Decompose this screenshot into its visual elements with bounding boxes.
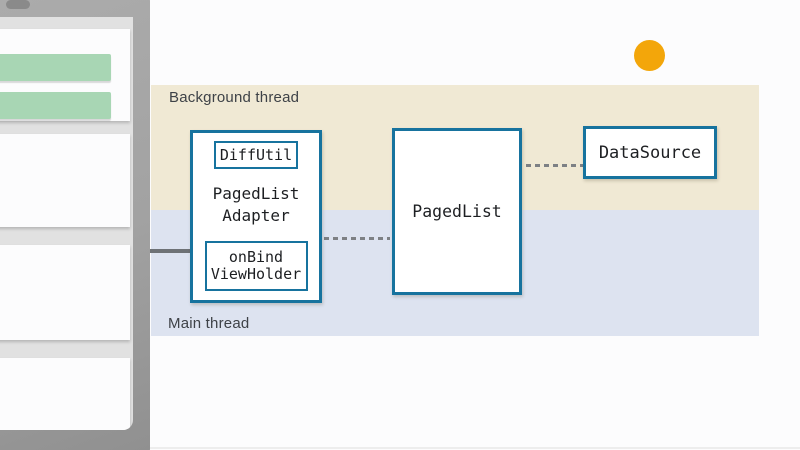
pagedlist-to-datasource-dashed-connector xyxy=(526,164,583,167)
onbind-label-line1: onBind xyxy=(228,248,284,266)
diffutil-label: DiffUtil xyxy=(219,146,293,164)
pagedlistadapter-title: PagedList Adapter xyxy=(213,183,300,227)
background-thread-label: Background thread xyxy=(169,89,300,106)
datasource-box: DataSource xyxy=(583,126,717,179)
main-thread-label: Main thread xyxy=(168,315,250,332)
list-card xyxy=(0,134,130,330)
datasource-label: DataSource xyxy=(598,142,702,163)
list-item-bar xyxy=(0,54,111,81)
bullet-dot-icon xyxy=(634,40,665,71)
list-item-bar xyxy=(0,92,111,119)
onbindviewholder-box: onBind ViewHolder xyxy=(204,241,308,291)
phone-screen xyxy=(0,17,133,430)
pagedlistadapter-title-line2: Adapter xyxy=(222,206,290,225)
slide-bottom-edge xyxy=(0,447,800,449)
list-card xyxy=(0,29,130,121)
list-card xyxy=(0,358,130,430)
phone-to-adapter-connector xyxy=(145,249,193,253)
pagedlistadapter-title-line1: PagedList xyxy=(212,184,300,203)
pagedlistadapter-box: DiffUtil PagedList Adapter onBind ViewHo… xyxy=(190,130,322,303)
list-card xyxy=(0,245,130,340)
onbind-label-line2: ViewHolder xyxy=(210,265,302,283)
diffutil-box: DiffUtil xyxy=(214,141,298,169)
pagedlist-label: PagedList xyxy=(412,202,502,221)
phone-speaker-icon xyxy=(6,0,30,9)
adapter-to-pagedlist-dashed-connector xyxy=(324,237,390,240)
pagedlist-box: PagedList xyxy=(392,128,522,295)
